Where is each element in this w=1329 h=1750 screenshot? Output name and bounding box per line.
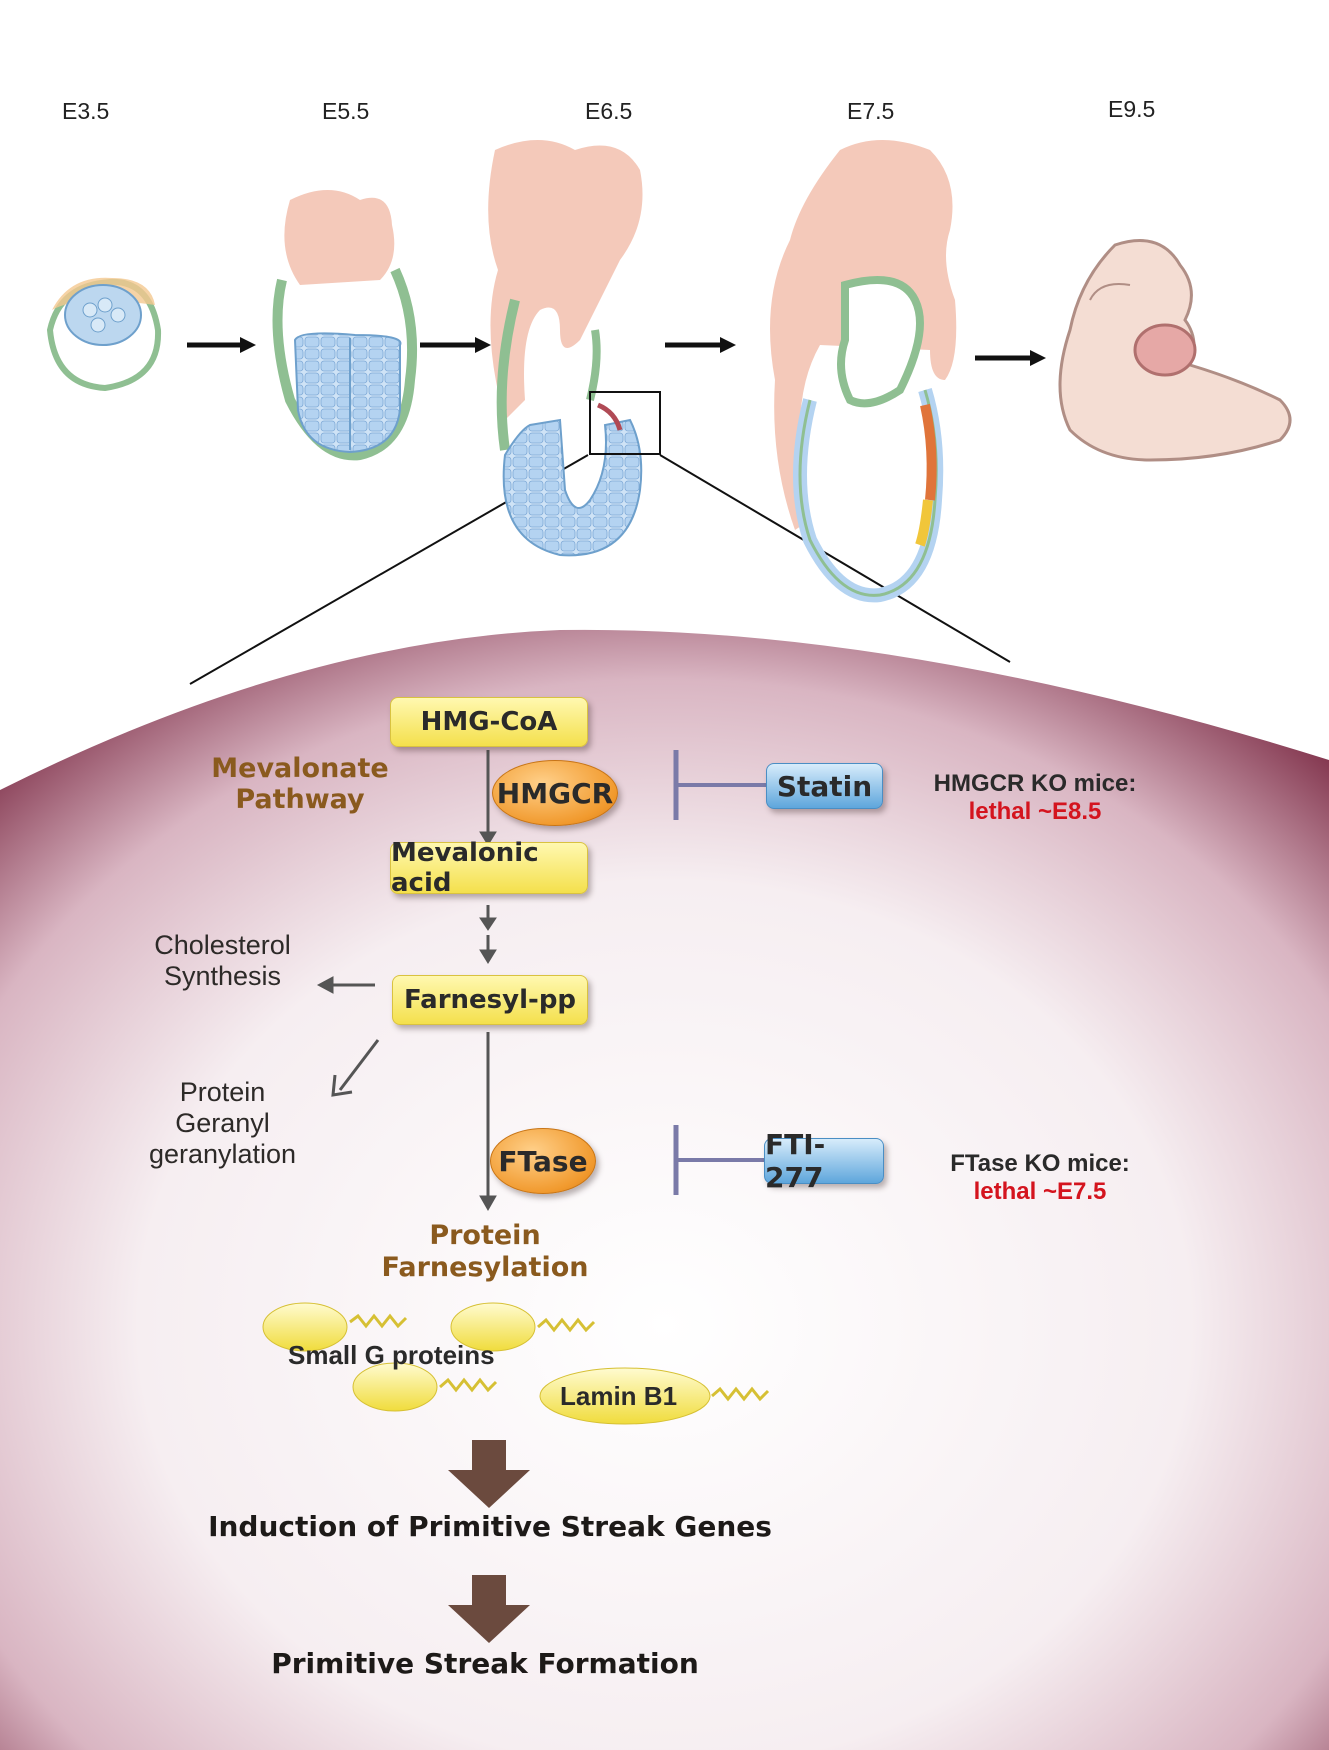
hmgcr-ko-note: HMGCR KO mice: lethal ~E8.5 bbox=[910, 770, 1160, 826]
statin-box: Statin bbox=[766, 763, 883, 809]
stage-label-e5.5: E5.5 bbox=[322, 98, 370, 124]
embryo-e7.5-illustration bbox=[770, 140, 957, 603]
mevalonate-title-line2: Pathway bbox=[235, 784, 365, 815]
pathway-background bbox=[0, 629, 1329, 1750]
hmgcr-ko-line1: HMGCR KO mice: bbox=[933, 770, 1137, 797]
geranyl-line2: Geranyl bbox=[175, 1108, 270, 1138]
hmgcr-ko-line2: lethal ~E8.5 bbox=[968, 798, 1102, 825]
mevalonic-acid-box: Mevalonic acid bbox=[390, 838, 588, 898]
inhibitor-lines bbox=[673, 750, 770, 1195]
hmg-coa-box: HMG-CoA bbox=[390, 697, 588, 747]
formation-text: Primitive Streak Formation bbox=[271, 1647, 699, 1680]
geranyl-line1: Protein bbox=[179, 1077, 266, 1107]
cholesterol-synthesis-label: Cholesterol Synthesis bbox=[130, 930, 315, 992]
hmgcr-enzyme: HMGCR bbox=[492, 760, 618, 826]
induction-text: Induction of Primitive Streak Genes bbox=[208, 1510, 772, 1543]
pathway-arrows bbox=[316, 750, 497, 1212]
cholesterol-line1: Cholesterol bbox=[154, 930, 291, 960]
zoom-line-right bbox=[659, 454, 1011, 663]
ftase-ko-line1: FTase KO mice: bbox=[950, 1150, 1130, 1177]
lamin-b1-label: Lamin B1 bbox=[560, 1381, 678, 1411]
embryo-e3.5-illustration bbox=[46, 277, 162, 392]
lamin-b1-protein bbox=[539, 1367, 711, 1425]
geranyl-line3: geranylation bbox=[148, 1139, 297, 1169]
embryo-e5.5-illustration bbox=[272, 190, 418, 461]
small-g-protein-3 bbox=[352, 1362, 438, 1412]
big-arrows bbox=[448, 1440, 530, 1643]
fti-277-box: FTI-277 bbox=[764, 1128, 884, 1194]
stage-label-e7.5: E7.5 bbox=[847, 98, 895, 124]
mevalonate-title-line1: Mevalonate bbox=[211, 753, 389, 784]
small-g-protein-2 bbox=[450, 1302, 536, 1352]
farnesylation-line1: Protein bbox=[429, 1220, 541, 1251]
ftase-enzyme: FTase bbox=[490, 1128, 596, 1194]
stage-label-e3.5: E3.5 bbox=[62, 98, 110, 124]
stage-arrows bbox=[187, 337, 1046, 366]
protein-illustrations bbox=[262, 1302, 770, 1425]
stage-label-e9.5: E9.5 bbox=[1108, 96, 1156, 122]
ftase-ko-line2: lethal ~E7.5 bbox=[973, 1178, 1107, 1205]
farnesylation-line2: Farnesylation bbox=[381, 1252, 589, 1283]
geranylgeranylation-label: Protein Geranyl geranylation bbox=[125, 1077, 320, 1170]
small-g-proteins-label: Small G proteins bbox=[288, 1340, 495, 1370]
zoom-box bbox=[589, 391, 661, 455]
embryo-e6.5-illustration bbox=[488, 140, 661, 557]
small-g-protein-1 bbox=[262, 1302, 348, 1352]
embryo-e9.5-illustration bbox=[1058, 239, 1292, 462]
ftase-ko-note: FTase KO mice: lethal ~E7.5 bbox=[915, 1150, 1165, 1206]
mevalonate-pathway-title: Mevalonate Pathway bbox=[185, 753, 415, 815]
stage-label-e6.5: E6.5 bbox=[585, 98, 633, 124]
cholesterol-line2: Synthesis bbox=[163, 961, 282, 991]
farnesyl-pp-box: Farnesyl-pp bbox=[392, 975, 588, 1025]
protein-farnesylation-title: Protein Farnesylation bbox=[350, 1220, 620, 1284]
